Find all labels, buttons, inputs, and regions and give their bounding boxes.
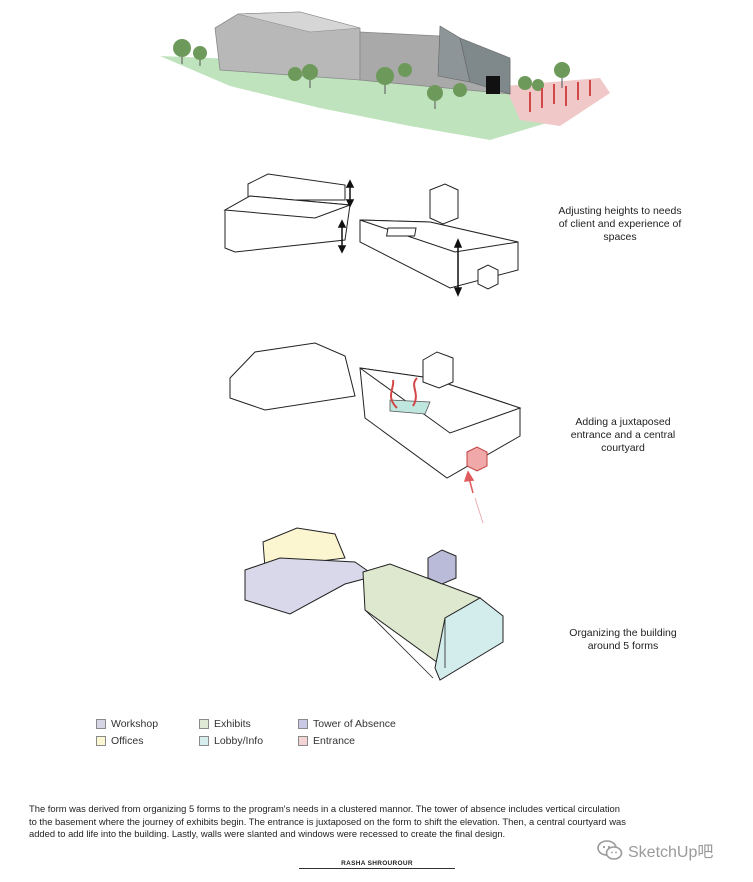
legend-workshop: Workshop [96, 718, 158, 730]
ground-plaza [505, 78, 610, 126]
diagram-entrance-courtyard [229, 342, 522, 524]
legend-lobby-info: Lobby/Info [199, 735, 263, 747]
building-rendering [160, 11, 610, 140]
building-wing-left-roof [237, 11, 361, 33]
diagram-adjusting-heights [223, 173, 519, 297]
plaza-columns [529, 80, 591, 112]
courtyard-opening [386, 227, 417, 237]
swatch-entrance [298, 736, 308, 746]
workshop-form [244, 557, 377, 615]
tower-form [427, 549, 457, 585]
caption-step1: Adjusting heights to needs of client and… [558, 205, 682, 243]
lobby-form [434, 597, 504, 681]
legend: Workshop Exhibits Tower of Absence Offic… [96, 718, 426, 752]
circulation-arrows [389, 377, 418, 409]
workshop-volume [229, 342, 356, 411]
watermark: SketchUp吧 [597, 838, 713, 862]
description-text: The form was derived from organizing 5 f… [29, 803, 626, 840]
legend-exhibits: Exhibits [199, 718, 251, 730]
author-signature: RASHA SHROUROUR [299, 860, 455, 869]
ground-grass [160, 56, 570, 140]
diagram-five-forms [244, 527, 504, 681]
swatch-workshop [96, 719, 106, 729]
entrance-axis [474, 497, 484, 524]
swatch-offices [96, 736, 106, 746]
height-arrows [337, 179, 463, 297]
legend-tower-of-absence: Tower of Absence [298, 718, 396, 730]
upper-volume [247, 173, 346, 201]
legend-offices: Offices [96, 735, 143, 747]
swatch-lobby [199, 736, 209, 746]
entrance-door [486, 76, 500, 94]
entrance-cube [466, 446, 488, 472]
trees [173, 39, 570, 101]
tower-cube [422, 351, 454, 389]
caption-step3: Organizing the building around 5 forms [569, 627, 677, 652]
wechat-icon [597, 840, 623, 860]
entrance-arrow [463, 470, 475, 494]
swatch-exhibits [199, 719, 209, 729]
legend-entrance: Entrance [298, 735, 355, 747]
watermark-text: SketchUp吧 [628, 844, 714, 861]
tree-trunks [181, 57, 563, 109]
tower-cube [429, 183, 459, 225]
caption-step2: Adding a juxtaposed entrance and a centr… [570, 416, 676, 454]
entrance-cube [477, 264, 499, 290]
courtyard [389, 399, 431, 415]
swatch-tower [298, 719, 308, 729]
